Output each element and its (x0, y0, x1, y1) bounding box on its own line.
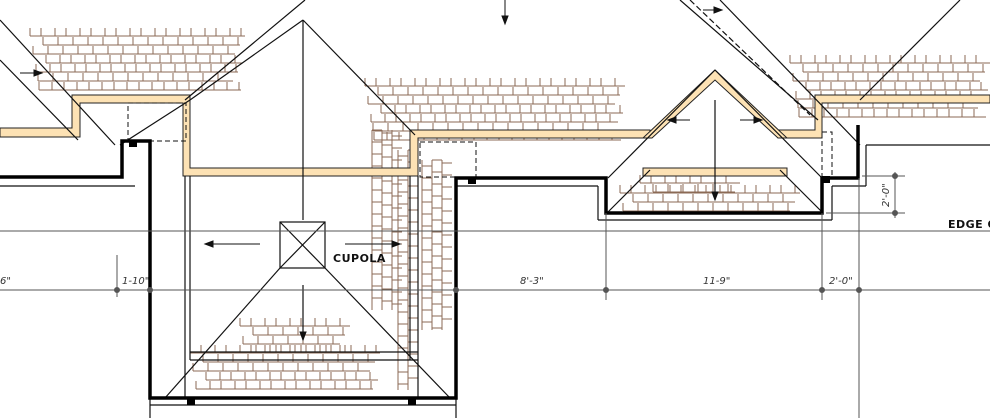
shingle-hatching (29, 28, 990, 390)
edge-label: EDGE O (948, 218, 990, 231)
cupola-symbol (279, 221, 326, 269)
cupola-label: CUPOLA (333, 252, 386, 265)
dimension-lines (0, 172, 990, 418)
dimension-1-10: 1-10" (122, 276, 149, 287)
downspouts (129, 140, 830, 405)
dimension-2-0-horizontal: 2'-0" (829, 276, 853, 287)
slope-arrows (20, 0, 764, 342)
dimension-11-9: 11-9" (703, 276, 730, 287)
dimension-2-0-vertical: 2'-0" (881, 183, 892, 207)
dimension-left-partial: 6" (0, 276, 11, 287)
dimension-8-3: 8'-3" (520, 276, 544, 287)
